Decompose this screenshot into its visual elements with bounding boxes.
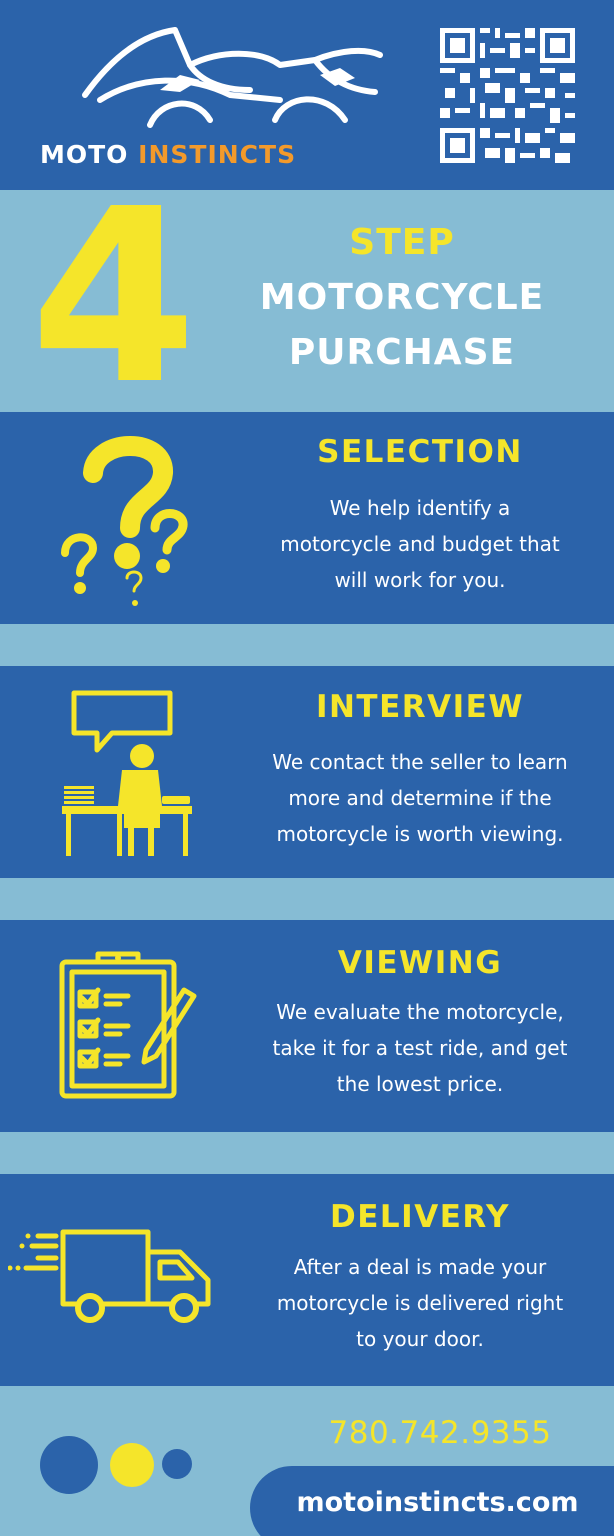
step-title-selection: SELECTION	[317, 434, 523, 470]
step-title-interview: INTERVIEW	[315, 689, 525, 725]
step-text-line: to your door.	[356, 1327, 484, 1351]
person-on-phone-icon	[62, 690, 192, 856]
step-text-line: We contact the seller to learn	[272, 750, 568, 774]
motorcycle-logo-icon	[82, 27, 383, 128]
step-title-viewing: VIEWING	[337, 945, 503, 981]
qr-code-icon[interactable]	[440, 28, 575, 163]
checklist-clipboard-icon	[59, 951, 197, 1099]
brand-name: MOTO INSTINCTS	[40, 140, 385, 169]
header: MOTO INSTINCTS	[0, 0, 614, 190]
decorative-dot-small	[162, 1449, 192, 1479]
step-interview	[0, 666, 614, 878]
step-text-viewing: We evaluate the motorcycle, take it for …	[235, 994, 605, 1102]
step-text-line: We help identify a	[329, 496, 511, 520]
step-text-interview: We contact the seller to learn more and …	[235, 744, 605, 852]
brand-logo: MOTO INSTINCTS	[40, 20, 385, 180]
title-band	[0, 190, 614, 412]
step-text-line: will work for you.	[334, 568, 506, 592]
step-count-number: 4	[30, 157, 197, 437]
step-text-line: We evaluate the motorcycle,	[276, 1000, 564, 1024]
phone-number[interactable]: 780.742.9355	[328, 1415, 552, 1451]
step-text-line: the lowest price.	[336, 1072, 504, 1096]
step-text-selection: We help identify a motorcycle and budget…	[235, 490, 605, 598]
delivery-truck-icon	[8, 1229, 211, 1323]
step-text-line: motorcycle is delivered right	[276, 1291, 564, 1315]
decorative-dot-medium	[110, 1443, 154, 1487]
step-text-line: After a deal is made your	[293, 1255, 547, 1279]
website-link[interactable]: motoinstincts.com	[296, 1487, 579, 1518]
step-text-line: motorcycle is worth viewing.	[276, 822, 564, 846]
step-delivery	[0, 1174, 614, 1386]
title-line-2: MOTORCYCLE	[259, 277, 545, 318]
brand-name-part1: MOTO	[40, 140, 129, 169]
title-line-1: STEP	[349, 222, 455, 263]
step-title-delivery: DELIVERY	[330, 1199, 510, 1235]
website-pill	[250, 1466, 614, 1536]
step-text-line: more and determine if the	[288, 786, 552, 810]
step-text-line: motorcycle and budget that	[280, 532, 560, 556]
step-text-delivery: After a deal is made your motorcycle is …	[235, 1249, 605, 1357]
title-line-3: PURCHASE	[288, 332, 516, 373]
question-marks-icon	[61, 436, 188, 606]
brand-name-part2: INSTINCTS	[138, 140, 297, 169]
decorative-dot-large	[40, 1436, 98, 1494]
step-text-line: take it for a test ride, and get	[272, 1036, 568, 1060]
